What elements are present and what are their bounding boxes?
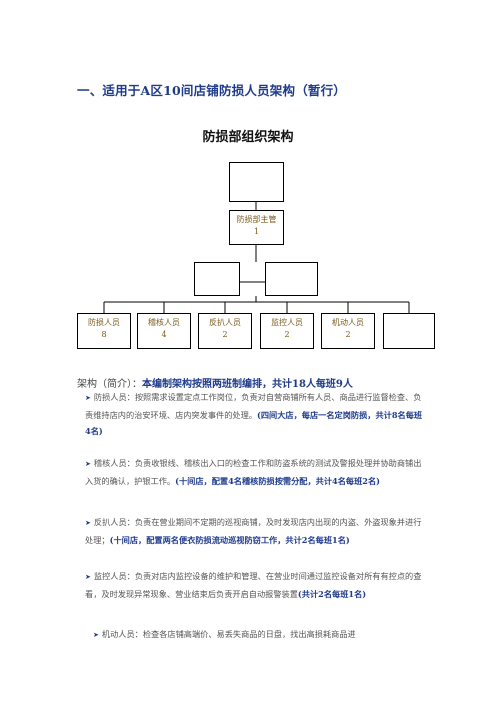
org-box-empty (383, 313, 435, 349)
role-description-text: 监控人员：负责对店内监控设备的维护和管理、在营业时间通过监控设备对所有有控点的查… (85, 571, 422, 599)
arrow-bullet-icon: ➤ (85, 573, 91, 581)
org-top-box (229, 162, 284, 202)
org-box-loss-prevention: 防损人员 8 (77, 313, 131, 349)
role-description-note: (共计2名每班1名) (297, 588, 367, 599)
org-box-count: 2 (284, 330, 290, 339)
org-assistant-box-left (194, 262, 240, 296)
arrow-bullet-icon: ➤ (93, 631, 99, 639)
role-description-text: 防损人员：按照需求设置定点工作岗位，负责对自营商铺所有人员、商品进行监督检查、负… (85, 392, 422, 420)
role-description: ➤稽核人员：负责收银线、稽核出入口的检查工作和防盗系统的测试及警报处理并协助商铺… (85, 455, 425, 489)
intro-emphasis: 本编制架构按照两班制编排，共计18人每班9人 (142, 379, 353, 390)
role-description-text: 机动人员：检查各店铺高端价、易丢失商品的日盘，找出高损耗商品进 (101, 629, 356, 639)
org-box-count: 2 (222, 330, 228, 339)
role-description-note: (十间店，配置4名稽核防损按需分配，共计4名每班2名) (175, 475, 381, 486)
org-box-label: 机动人员 (332, 318, 364, 327)
arrow-bullet-icon: ➤ (85, 394, 91, 402)
structure-intro: 架构（简介）：本编制架构按照两班制编排，共计18人每班9人 (77, 375, 353, 390)
role-description: ➤机动人员：检查各店铺高端价、易丢失商品的日盘，找出高损耗商品进 (85, 626, 433, 644)
org-box-mobile: 机动人员 2 (321, 313, 375, 349)
arrow-bullet-icon: ➤ (85, 519, 91, 527)
org-box-label: 监控人员 (271, 318, 303, 327)
role-description: ➤监控人员：负责对店内监控设备的维护和管理、在营业时间通过监控设备对所有有控点的… (85, 568, 425, 602)
org-box-label: 防损人员 (88, 318, 120, 327)
org-box-manager-label: 防损部主管 (236, 215, 277, 224)
intro-prefix: 架构（简介）： (77, 379, 142, 390)
role-description-note: (十间店，配置两名便衣防损流动巡视防窃工作，共计2名每班1名) (109, 534, 350, 545)
role-description-text: 稽核人员：负责收银线、稽核出入口的检查工作和防盗系统的测试及警报处理并协助商铺出… (85, 458, 422, 486)
org-box-anti-theft: 反扒人员 2 (198, 313, 252, 349)
org-box-count: 8 (101, 330, 107, 339)
role-description-text: 反扒人员：负责在营业期间不定期的巡视商铺，及时发现店内出现的内盗、外盗现象并进行… (85, 517, 422, 545)
org-chart-title: 防损部组织架构 (202, 130, 294, 145)
role-description-note: (四间大店，每店一名定岗防损，共计8名每班4名) (85, 409, 423, 437)
org-box-manager-count: 1 (253, 227, 260, 236)
role-description: ➤防损人员：按照需求设置定点工作岗位，负责对自营商铺所有人员、商品进行监督检查、… (85, 389, 425, 440)
org-box-label: 反扒人员 (209, 318, 241, 327)
org-box-label: 稽核人员 (148, 318, 180, 327)
org-assistant-box-right (265, 262, 318, 296)
org-box-monitoring: 监控人员 2 (260, 313, 314, 349)
org-box-count: 2 (345, 330, 351, 339)
section-heading: 一、适用于A区10间店铺防损人员架构（暂行） (77, 83, 346, 98)
org-box-audit: 稽核人员 4 (137, 313, 191, 349)
arrow-bullet-icon: ➤ (85, 460, 91, 468)
role-description: ➤反扒人员：负责在营业期间不定期的巡视商铺，及时发现店内出现的内盗、外盗现象并进… (85, 514, 425, 548)
org-box-count: 4 (161, 330, 167, 339)
org-box-manager: 防损部主管 1 (229, 210, 284, 245)
